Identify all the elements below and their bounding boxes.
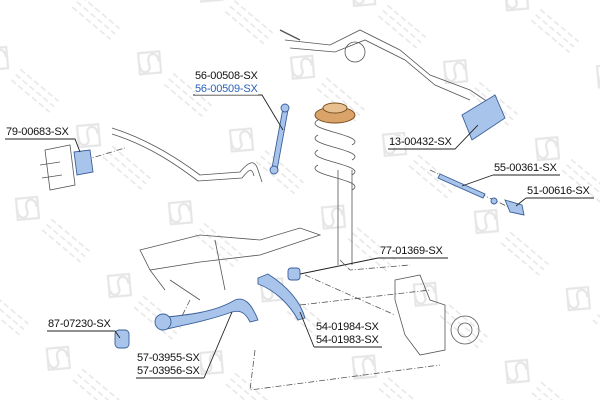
label-55-00361-sx: 55-00361-SX xyxy=(494,162,557,174)
lower-control-arm xyxy=(155,298,259,331)
arm-bushing xyxy=(287,267,301,281)
stabilizer-bushing xyxy=(73,149,94,176)
stabilizer-bracket xyxy=(39,144,76,191)
steering-knuckle xyxy=(394,274,446,356)
subframe xyxy=(139,227,322,301)
lower-bushing xyxy=(114,329,130,349)
label-56-00509-sx: 56-00509-SX xyxy=(195,83,258,95)
label-54-01984-sx: 54-01984-SX xyxy=(316,321,379,333)
coil-spring xyxy=(314,119,356,191)
label-79-00683-sx: 79-00683-SX xyxy=(6,126,69,138)
stabilizer-link xyxy=(271,107,289,171)
wheel-hub xyxy=(450,315,480,345)
tie-rod-end xyxy=(504,199,525,216)
tension-arm xyxy=(257,273,306,321)
label-54-01983-sx: 54-01983-SX xyxy=(316,334,379,346)
label-77-01369-sx: 77-01369-SX xyxy=(380,245,443,257)
label-13-00432-sx: 13-00432-SX xyxy=(389,136,452,148)
tie-rod xyxy=(437,173,486,199)
stabilizer-bar xyxy=(111,127,263,183)
label-87-07230-sx: 87-07230-SX xyxy=(48,318,111,330)
steering-boot xyxy=(461,94,506,141)
leader-lines xyxy=(5,94,594,379)
label-56-00508-sx: 56-00508-SX xyxy=(195,70,258,82)
steering-rack xyxy=(284,29,501,111)
label-57-03955-sx: 57-03955-SX xyxy=(137,352,200,364)
strut xyxy=(337,170,353,265)
label-51-00616-sx: 51-00616-SX xyxy=(527,185,590,197)
label-57-03956-sx: 57-03956-SX xyxy=(137,365,200,377)
